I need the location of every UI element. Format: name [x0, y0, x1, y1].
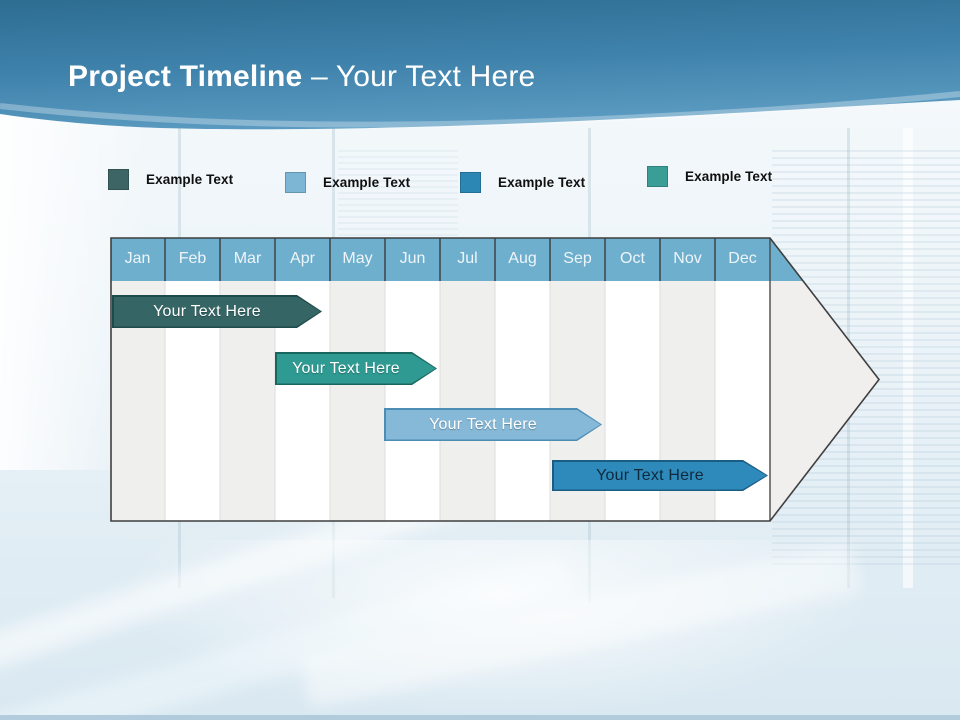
month-cell: Jun — [399, 250, 426, 267]
page-title-rest: – Your Text Here — [310, 60, 536, 93]
gantt-bar-fill: Your Text Here — [114, 297, 321, 327]
month-cell: Jan — [124, 250, 151, 267]
month-cell: Aug — [508, 250, 537, 267]
legend-swatch — [108, 169, 129, 190]
background-window-blinds — [338, 150, 458, 240]
legend-item[interactable]: Example Text — [285, 172, 410, 193]
legend-label: Example Text — [146, 172, 234, 187]
header-wave-shape — [0, 0, 960, 130]
timeline-arrowhead — [770, 281, 879, 521]
month-cell: Mar — [233, 250, 262, 267]
gantt-bar-fill: Your Text Here — [554, 462, 767, 490]
month-header-band — [111, 238, 804, 281]
background-window-mullion — [903, 128, 913, 588]
background-reflection — [300, 542, 860, 708]
legend-swatch — [647, 166, 668, 187]
background-reflection — [0, 552, 574, 720]
month-cell: Oct — [620, 250, 645, 267]
page-title[interactable]: Project Timeline – Your Text Here — [68, 60, 535, 94]
gantt-bar-3[interactable]: Your Text Here — [384, 408, 602, 441]
gantt-bar-1[interactable]: Your Text Here — [112, 295, 322, 328]
background-bottom-strip — [0, 715, 960, 720]
legend-label: Example Text — [685, 169, 773, 184]
legend-label: Example Text — [498, 175, 586, 190]
gantt-bar-label: Your Text Here — [153, 302, 261, 320]
page-title-bold: Project Timeline — [68, 60, 303, 93]
timeline-outline — [110, 237, 880, 522]
background-table-glow — [120, 540, 880, 720]
header-wave-highlight — [0, 91, 960, 128]
legend-swatch — [460, 172, 481, 193]
month-cell: Jul — [457, 250, 478, 267]
month-cell: Feb — [178, 250, 207, 267]
gantt-bar-label: Your Text Here — [429, 415, 537, 433]
legend-item[interactable]: Example Text — [647, 166, 772, 187]
month-cell: May — [342, 250, 373, 267]
legend-item[interactable]: Example Text — [108, 169, 233, 190]
gantt-bar-4[interactable]: Your Text Here — [552, 460, 768, 491]
gantt-bar-label: Your Text Here — [292, 359, 400, 377]
month-header-row: Jan Feb Mar Apr May Jun Jul Aug Sep Oct … — [110, 237, 770, 281]
gantt-bar-fill: Your Text Here — [277, 354, 436, 384]
legend-label: Example Text — [323, 175, 411, 190]
month-cell: Apr — [290, 250, 315, 267]
month-cell: Sep — [563, 250, 592, 267]
header-wave — [0, 0, 960, 130]
legend-swatch — [285, 172, 306, 193]
month-separators — [164, 238, 716, 281]
gantt-bar-fill: Your Text Here — [386, 410, 601, 440]
month-cell: Nov — [673, 250, 702, 267]
gantt-bar-label: Your Text Here — [596, 466, 704, 484]
gantt-bar-2[interactable]: Your Text Here — [275, 352, 437, 385]
month-cell: Dec — [728, 250, 757, 267]
legend-item[interactable]: Example Text — [460, 172, 585, 193]
